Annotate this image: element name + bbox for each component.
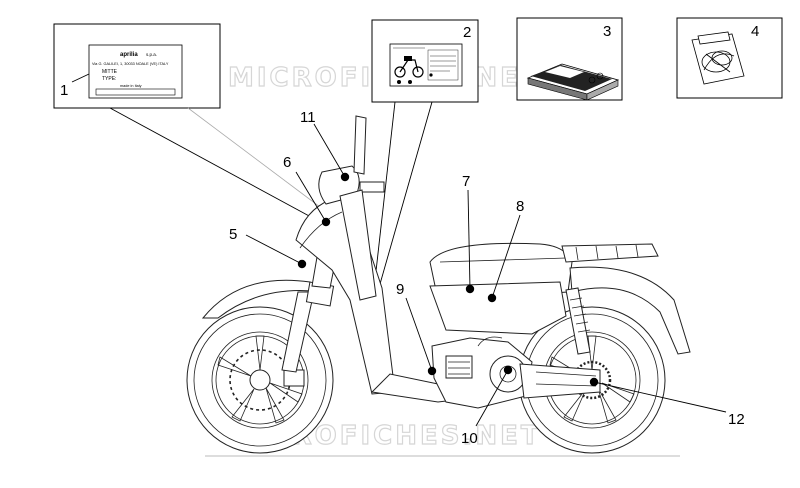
luggage-rack	[561, 243, 659, 263]
callout-number-2: 2	[463, 24, 471, 41]
callout-number-6: 6	[283, 154, 291, 171]
transmission-cover	[519, 363, 601, 399]
plate-model: MITTE	[102, 69, 118, 75]
callout-number-11: 11	[300, 109, 316, 126]
callout-number-5: 5	[229, 226, 237, 243]
plate-type: TYPE:	[102, 76, 116, 82]
plate-address: Via G. GALILEI, 1, 30033 NOALE (VE) ITAL…	[92, 62, 169, 66]
plate-origin: made in Italy	[120, 84, 142, 88]
callout-number-12: 12	[728, 411, 745, 428]
front-wheel	[186, 306, 334, 454]
callout-box-3: 3	[516, 17, 623, 101]
tyre-label-illustration	[393, 47, 459, 84]
callout-number-4: 4	[751, 23, 759, 40]
plate-suffix: s.p.a.	[146, 52, 157, 57]
callout-box-2: 2	[371, 19, 479, 103]
rear-shock	[565, 287, 591, 355]
engine-assembly	[431, 336, 601, 409]
steering-column	[339, 189, 377, 301]
callout-number-9: 9	[396, 281, 404, 298]
handlebar-grip	[359, 181, 385, 193]
callout-number-1: 1	[60, 82, 68, 99]
callout-number-7: 7	[462, 173, 470, 190]
callout-number-8: 8	[516, 198, 524, 215]
plate-brand: aprilia	[120, 52, 138, 58]
tool-kit-icon	[691, 31, 745, 85]
callout-box-4: 4	[676, 17, 783, 99]
windscreen	[353, 115, 367, 175]
callout-number-10: 10	[461, 430, 478, 447]
manual-book-icon	[526, 63, 620, 101]
rear-mudguard	[569, 266, 691, 355]
scooter-illustration	[186, 115, 691, 454]
callout-box-1: aprilia s.p.a. Via G. GALILEI, 1, 30033 …	[53, 23, 221, 109]
callout-leaders	[245, 123, 727, 427]
callout-number-3: 3	[603, 23, 611, 40]
side-panel	[429, 281, 567, 335]
leader-fans	[109, 101, 433, 299]
